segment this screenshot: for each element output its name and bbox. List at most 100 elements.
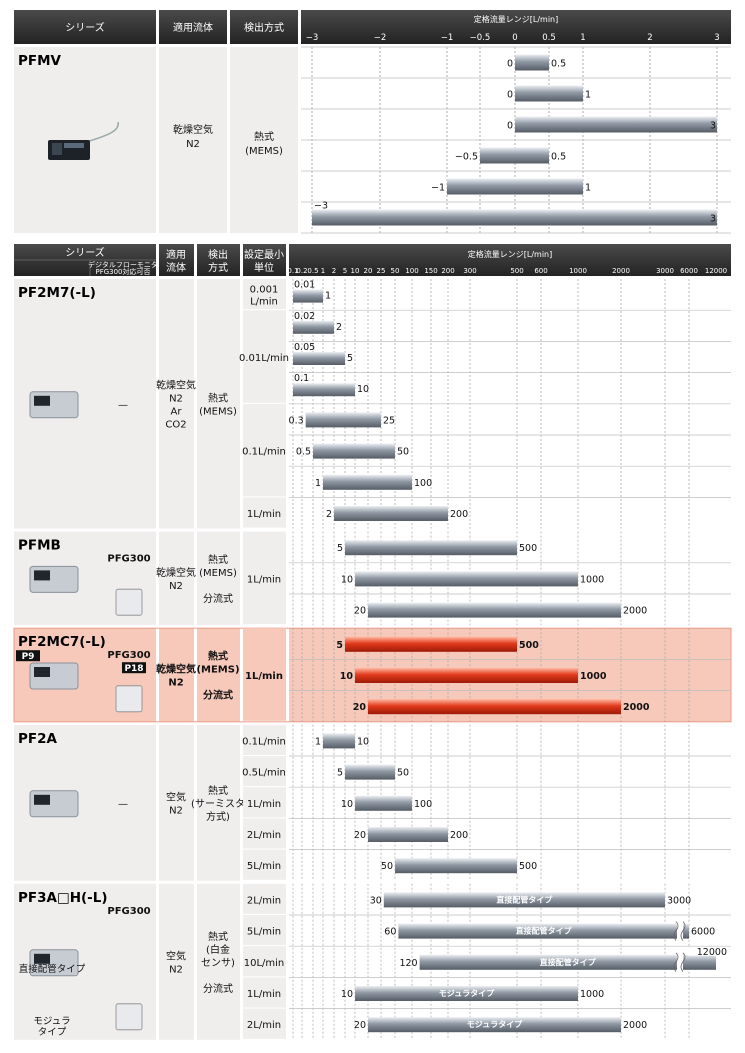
x-tick-label: −1 bbox=[441, 33, 454, 43]
unit-cell bbox=[243, 724, 286, 755]
range-low-label: 0 bbox=[507, 90, 513, 101]
x-tick-label: 2000 bbox=[612, 267, 630, 275]
unit-text: 0.5L/min bbox=[242, 768, 286, 779]
range-high-label: 10 bbox=[357, 736, 369, 747]
x-tick-label: 0.2 bbox=[296, 267, 307, 275]
col-header-series-2: シリーズ bbox=[65, 246, 105, 259]
x-tick-label: 12000 bbox=[705, 267, 727, 275]
page-ref-tag bbox=[122, 662, 146, 674]
fluid-text: N2 bbox=[169, 581, 183, 592]
monitor-value: PFG300 bbox=[107, 650, 150, 661]
col-header-method-a: 検出 bbox=[208, 248, 228, 261]
x-tick-label: 500 bbox=[510, 267, 523, 275]
fluid-text: N2 bbox=[169, 805, 183, 816]
range-low-label: 30 bbox=[370, 895, 382, 906]
image-caption: 直接配管タイプ bbox=[19, 963, 86, 975]
range-high-label: 25 bbox=[383, 415, 395, 426]
range-high-label: 0.5 bbox=[551, 59, 566, 70]
unit-text: 2L/min bbox=[247, 1020, 281, 1031]
range-bar bbox=[355, 795, 412, 811]
unit-cell bbox=[243, 787, 286, 818]
range-low-label: 0.1 bbox=[294, 373, 309, 384]
range-low-label: 5 bbox=[337, 543, 343, 554]
range-low-label: 0.01 bbox=[294, 280, 315, 291]
page-ref-label: P9 bbox=[22, 652, 35, 662]
axis-break bbox=[677, 952, 683, 972]
x-tick-label: 25 bbox=[377, 267, 386, 275]
unit-text: 1L/min bbox=[247, 989, 281, 1000]
unit-cell bbox=[243, 756, 286, 787]
x-tick-label: 2 bbox=[647, 33, 652, 43]
range-bar bbox=[480, 147, 549, 164]
unit-text: 0.1L/min bbox=[242, 736, 286, 747]
method-cell bbox=[197, 531, 240, 626]
pfmv-range-chart: シリーズ 適用流体 検出方式 定格流量レンジ[L/min] −3−2−1−0.5… bbox=[14, 10, 731, 234]
x-tick-label: 150 bbox=[424, 267, 437, 275]
range-high-label: 200 bbox=[450, 830, 468, 841]
range-low-label: 0.05 bbox=[294, 342, 315, 353]
range-low-label: 20 bbox=[354, 606, 366, 617]
range-high-label: 200 bbox=[450, 509, 468, 520]
range-low-label: −0.5 bbox=[455, 152, 478, 163]
unit-text: 2L/min bbox=[247, 895, 281, 906]
range-low-label: 10 bbox=[341, 989, 353, 1000]
col-header-monitor: デジタルフローモニタ bbox=[88, 260, 158, 269]
monitor-value: — bbox=[118, 400, 128, 411]
fluid-text: 空気 bbox=[166, 949, 186, 962]
range-bar bbox=[293, 352, 345, 365]
method-line-2: (MEMS) bbox=[245, 146, 283, 157]
range-high-label: 50 bbox=[397, 768, 409, 779]
col-header-fluid-a: 適用 bbox=[166, 248, 186, 261]
unit-text: 0.01L/min bbox=[239, 353, 289, 364]
fluid-cell bbox=[159, 724, 194, 881]
x-tick-label: 20 bbox=[364, 267, 373, 275]
range-bar bbox=[515, 116, 717, 133]
method-text: (MEMS) bbox=[199, 568, 237, 579]
range-bar bbox=[355, 668, 578, 683]
fluid-text: 乾燥空気 bbox=[156, 378, 196, 391]
series-name: PFMB bbox=[18, 538, 61, 554]
method-text: (MEMS) bbox=[196, 665, 239, 676]
unit-cell bbox=[243, 977, 286, 1008]
range-low-label: 0.02 bbox=[294, 311, 315, 322]
monitor-cell bbox=[90, 279, 156, 529]
method-cell bbox=[197, 279, 240, 529]
range-bar bbox=[323, 733, 355, 749]
fluid-cell bbox=[159, 531, 194, 626]
unit-text: 0.1L/min bbox=[242, 447, 286, 458]
image-caption: モジュラ bbox=[33, 1016, 70, 1027]
method-text: 方式) bbox=[206, 810, 230, 823]
x-tick-label: 10 bbox=[351, 267, 360, 275]
method-text: 熱式 bbox=[208, 650, 228, 663]
method-text: (MEMS) bbox=[199, 406, 237, 417]
x-tick-label: 6000 bbox=[680, 267, 698, 275]
x-tick-label: 0.1 bbox=[287, 267, 298, 275]
fluid-text: N2 bbox=[169, 393, 183, 404]
range-high-label: 3 bbox=[710, 121, 716, 132]
method-cell bbox=[197, 883, 240, 1040]
image-caption: タイプ bbox=[38, 1027, 67, 1038]
col-header-unit-b: 単位 bbox=[254, 261, 274, 274]
axis-break bbox=[677, 921, 683, 941]
x-tick-label: 0.5 bbox=[542, 33, 556, 43]
col-header-unit-a: 設定最小 bbox=[244, 248, 284, 261]
unit-cell bbox=[243, 310, 286, 403]
range-high-label: 2000 bbox=[623, 1020, 647, 1031]
range-bar bbox=[355, 571, 578, 587]
unit-cell bbox=[243, 403, 286, 497]
bar-band-label: モジュラタイプ bbox=[439, 988, 495, 998]
monitor-value: — bbox=[118, 799, 128, 810]
range-low-label: 120 bbox=[399, 958, 417, 969]
monitor-value: PFG300 bbox=[107, 906, 150, 917]
x-tick-label: 2 bbox=[332, 267, 336, 275]
range-low-label: −1 bbox=[431, 183, 445, 194]
bar-band-label: モジュラタイプ bbox=[467, 1019, 523, 1029]
range-bar bbox=[395, 858, 517, 874]
range-high-label: 3000 bbox=[667, 895, 691, 906]
fluid-text: N2 bbox=[168, 678, 183, 689]
fluid-cell bbox=[159, 279, 194, 529]
x-tick-label: 300 bbox=[463, 267, 476, 275]
range-low-label: 10 bbox=[341, 574, 353, 585]
bar-band-label: 直接配管タイプ bbox=[496, 894, 553, 904]
